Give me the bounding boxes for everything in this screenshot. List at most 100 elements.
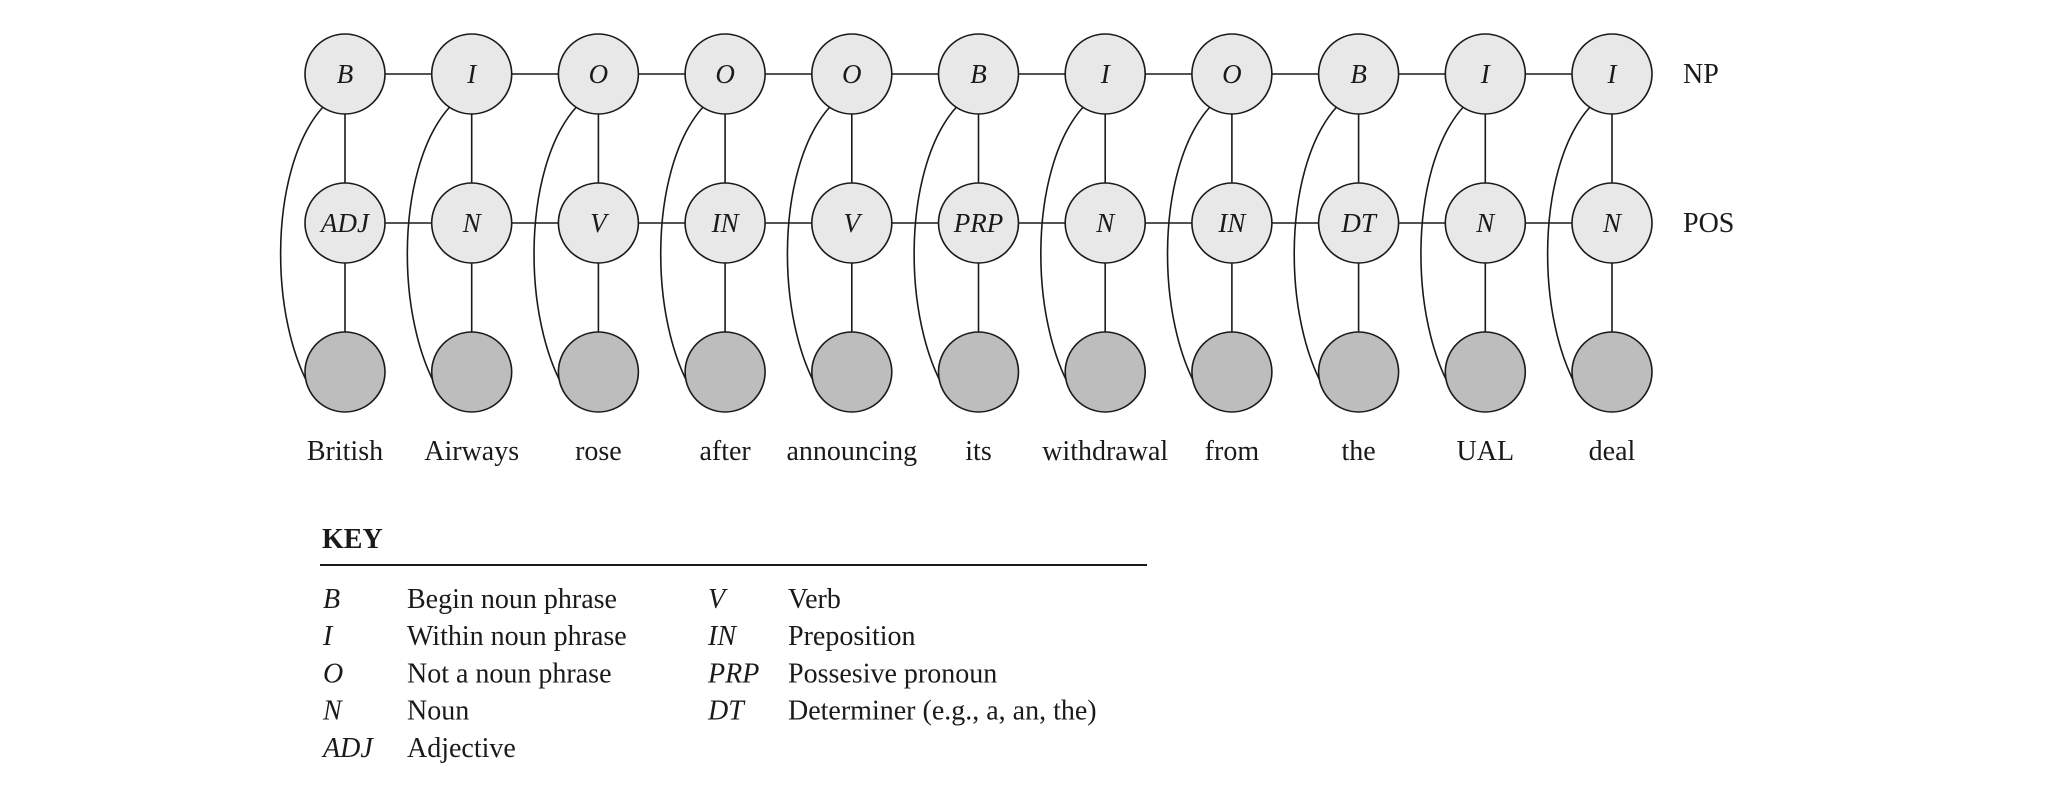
word-label: the <box>1341 436 1375 467</box>
observation-node <box>810 331 893 413</box>
word-label: after <box>699 436 751 467</box>
pos-tag-node <box>557 182 640 264</box>
key-abbreviation: ADJ <box>321 733 374 764</box>
pos-tag-label: IN <box>1217 208 1247 238</box>
np-obs-skip-edge <box>913 106 958 404</box>
np-tag-node <box>304 33 386 115</box>
np-obs-skip-edge <box>1166 106 1211 404</box>
np-tag-label: B <box>337 59 354 89</box>
np-tag-label: B <box>970 59 987 89</box>
np-obs-skip-edge <box>406 106 451 404</box>
np-tag-label: I <box>466 59 478 89</box>
np-tag-node <box>1444 33 1527 115</box>
word-label: announcing <box>786 436 917 467</box>
np-tag-label: O <box>715 59 735 89</box>
np-tag-label: I <box>1480 59 1492 89</box>
word-label: British <box>307 436 383 467</box>
key-description: Possesive pronoun <box>788 658 997 689</box>
np-obs-skip-edge <box>533 106 577 404</box>
np-tag-node <box>1191 33 1273 115</box>
observation-node <box>1191 331 1273 413</box>
np-obs-skip-edge <box>659 106 704 404</box>
pos-tag-node <box>810 182 893 264</box>
key-abbreviation: V <box>708 584 728 615</box>
word-label: deal <box>1589 436 1636 467</box>
np-tag-label: B <box>1350 59 1367 89</box>
np-tag-node <box>557 33 640 115</box>
pos-tag-node <box>1317 182 1400 264</box>
observation-node <box>430 331 513 413</box>
pos-tag-label: V <box>844 208 864 238</box>
pos-tag-label: PRP <box>953 208 1003 238</box>
np-tag-node <box>684 33 766 115</box>
key-abbreviation: I <box>322 621 334 652</box>
pos-tag-node <box>1444 182 1527 264</box>
np-tag-label: O <box>589 59 609 89</box>
key-abbreviation: PRP <box>707 658 759 689</box>
np-tag-node <box>430 33 513 115</box>
pos-tag-node <box>1191 182 1273 264</box>
key-abbreviation: O <box>323 658 343 689</box>
pos-tag-label: V <box>590 208 610 238</box>
np-tag-node <box>810 33 893 115</box>
key-description: Noun <box>407 696 469 727</box>
key-abbreviation: IN <box>707 621 737 652</box>
key-description: Within noun phrase <box>407 621 627 652</box>
np-tag-node <box>1317 33 1400 115</box>
np-row-label: NP <box>1683 59 1719 90</box>
np-tag-node <box>1571 33 1653 115</box>
labels-layer: NP POS British Airways rose after announcing… <box>307 59 1734 467</box>
word-label: withdrawal <box>1042 436 1168 467</box>
pos-tag-label: N <box>1475 208 1496 238</box>
word-label: rose <box>575 436 622 467</box>
key-description: Preposition <box>788 621 916 652</box>
pos-row-label: POS <box>1683 208 1734 239</box>
pos-tag-label: N <box>1602 208 1623 238</box>
edges-layer <box>279 73 1613 404</box>
key-description: Adjective <box>407 733 516 764</box>
observation-node <box>937 331 1020 413</box>
pos-tag-node <box>1571 182 1653 264</box>
pos-tag-node <box>304 182 386 264</box>
np-tag-label: O <box>842 59 862 89</box>
np-obs-skip-edge <box>1420 106 1464 404</box>
pos-tag-label: DT <box>1340 208 1377 238</box>
pos-tag-label: N <box>462 208 483 238</box>
observation-node <box>1571 331 1653 413</box>
np-tag-node <box>1064 33 1146 115</box>
pos-tag-label: N <box>1095 208 1116 238</box>
observation-node <box>304 331 386 413</box>
pos-tag-node <box>937 182 1020 264</box>
np-tag-label: I <box>1607 59 1619 89</box>
word-label: Airways <box>424 436 519 467</box>
np-tag-label: I <box>1100 59 1112 89</box>
pos-tag-node <box>1064 182 1146 264</box>
key-description: Verb <box>788 584 841 615</box>
np-tag-node <box>937 33 1020 115</box>
np-obs-skip-edge <box>786 106 831 404</box>
np-obs-skip-edge <box>279 106 324 404</box>
key-abbreviation: DT <box>707 696 746 727</box>
observation-node <box>1444 331 1527 413</box>
np-obs-skip-edge <box>1546 106 1591 404</box>
pos-tag-label: ADJ <box>319 208 371 238</box>
word-label: UAL <box>1457 436 1515 467</box>
word-label: from <box>1205 436 1260 467</box>
observation-node <box>684 331 766 413</box>
np-obs-skip-edge <box>1040 106 1084 404</box>
word-label: its <box>965 436 991 467</box>
key-description: Determiner (e.g., a, an, the) <box>788 696 1097 727</box>
pos-tag-label: IN <box>711 208 741 238</box>
key-title: KEY <box>322 524 383 555</box>
pos-tag-node <box>430 182 513 264</box>
key-abbreviation: N <box>322 696 343 727</box>
np-obs-skip-edge <box>1293 106 1338 404</box>
observation-node <box>557 331 640 413</box>
key-description: Not a noun phrase <box>407 658 612 689</box>
observation-node <box>1064 331 1146 413</box>
observation-node <box>1317 331 1400 413</box>
key-abbreviation: B <box>323 584 340 615</box>
